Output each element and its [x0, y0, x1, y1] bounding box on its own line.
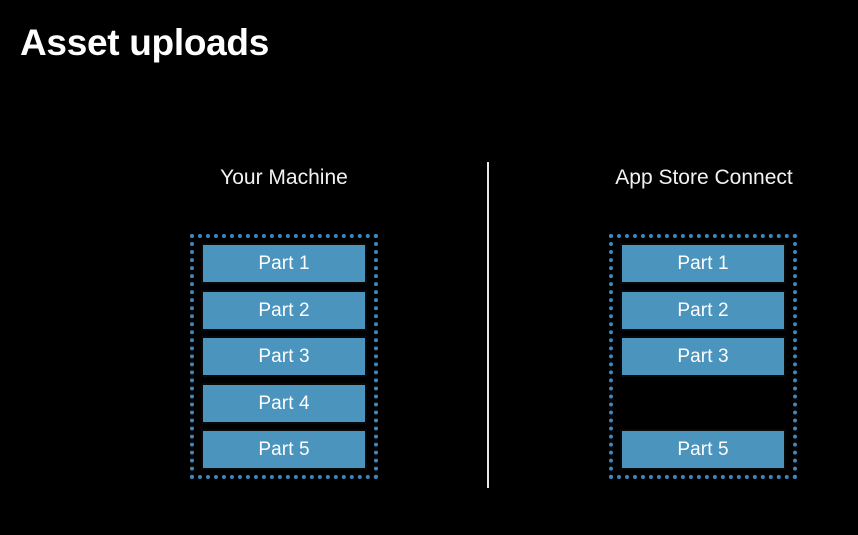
part-slot: Part 3 — [620, 336, 786, 377]
part-bar: Part 3 — [201, 336, 367, 377]
column-heading-app-store-connect: App Store Connect — [615, 166, 793, 189]
part-bar: Part 5 — [201, 429, 367, 470]
part-bar: Part 1 — [201, 243, 367, 284]
part-bar: Part 4 — [201, 382, 367, 424]
part-slot: Part 2 — [201, 289, 367, 331]
page-title: Asset uploads — [20, 22, 269, 63]
part-container-your-machine: Part 1 Part 2 Part 3 Part 4 Part 5 — [190, 234, 378, 479]
part-slot-missing — [620, 383, 786, 424]
part-slot: Part 5 — [201, 429, 367, 470]
part-bar: Part 2 — [620, 289, 786, 331]
part-slot: Part 3 — [201, 336, 367, 377]
part-slot: Part 4 — [201, 382, 367, 424]
part-slot: Part 1 — [620, 243, 786, 284]
part-bar: Part 3 — [620, 336, 786, 377]
part-bar: Part 5 — [620, 429, 786, 470]
part-container-app-store-connect: Part 1 Part 2 Part 3 Part 5 — [609, 234, 797, 479]
part-bar: Part 1 — [620, 243, 786, 284]
part-slot: Part 2 — [620, 289, 786, 331]
vertical-divider — [487, 162, 489, 488]
part-slot: Part 5 — [620, 429, 786, 470]
column-heading-your-machine: Your Machine — [220, 166, 348, 189]
part-bar: Part 2 — [201, 289, 367, 331]
part-slot: Part 1 — [201, 243, 367, 284]
